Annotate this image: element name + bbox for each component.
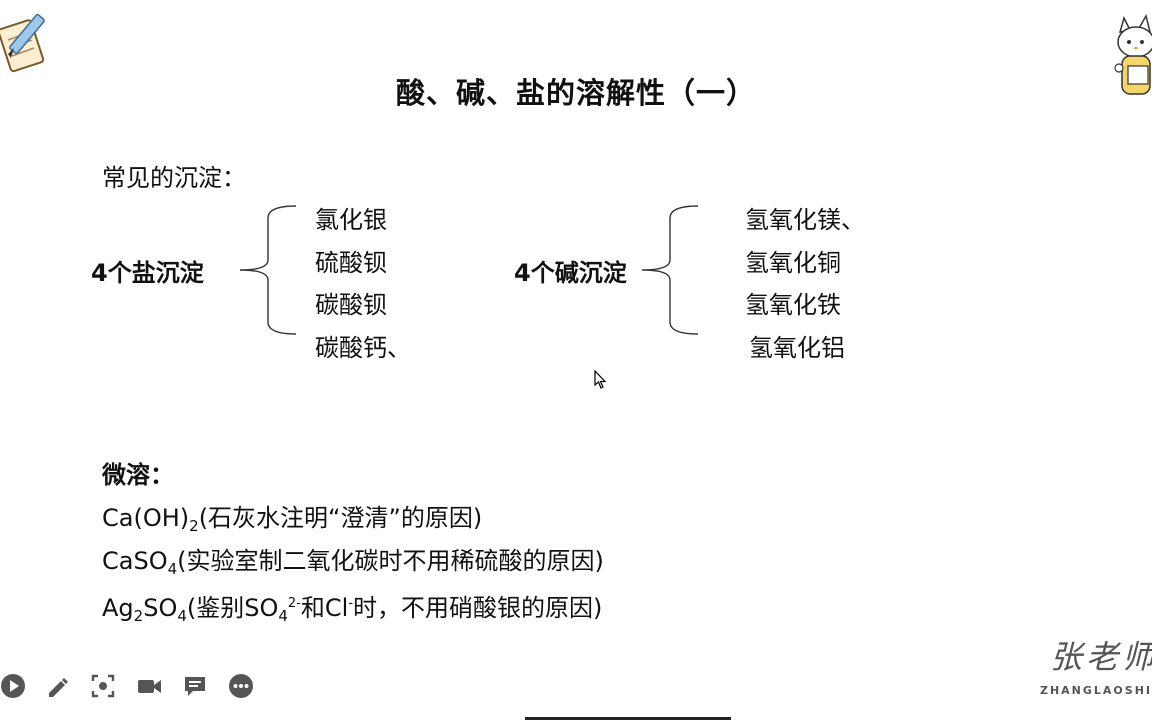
- base-item: 氢氧化镁、: [745, 206, 865, 234]
- base-item: 氢氧化铝: [749, 334, 845, 362]
- salt-item: 碳酸钙、: [315, 334, 411, 362]
- formula-subscript: 4: [177, 607, 187, 625]
- formula-text: Ag: [102, 594, 134, 622]
- formula-line-caoh2: Ca(OH)2(石灰水注明“澄清”的原因): [102, 503, 482, 541]
- screenshot-icon[interactable]: [90, 673, 116, 699]
- formula-subscript: 2: [189, 517, 199, 535]
- comment-icon[interactable]: [182, 673, 208, 699]
- page-title: 酸、碱、盐的溶解性（一）: [395, 76, 756, 110]
- formula-note: 和Cl: [300, 594, 349, 622]
- formula-superscript: -: [348, 596, 354, 611]
- common-precipitates-label: 常见的沉淀：: [102, 164, 246, 192]
- formula-note: (鉴别SO: [186, 594, 279, 622]
- pencil-icon[interactable]: [44, 673, 70, 699]
- watermark-logo: 张老师: [1049, 638, 1152, 676]
- salt-item: 氯化银: [315, 206, 387, 234]
- base-group-label: 4个碱沉淀: [514, 259, 627, 287]
- salt-group-brace: [239, 205, 297, 335]
- camera-icon[interactable]: [136, 673, 162, 699]
- more-icon[interactable]: [228, 673, 254, 699]
- mouse-cursor-icon: [594, 370, 607, 389]
- formula-subscript: 4: [278, 607, 288, 625]
- notebook-pencil-icon: [0, 10, 56, 76]
- base-item: 氢氧化铁: [745, 291, 841, 319]
- formula-text: Ca(OH): [102, 504, 190, 532]
- salt-group-label: 4个盐沉淀: [91, 259, 204, 287]
- formula-line-caso4: CaSO4(实验室制二氧化碳时不用稀硫酸的原因): [102, 546, 604, 584]
- formula-line-ag2so4: Ag2SO4(鉴别SO42-和Cl-时，不用硝酸银的原因): [102, 589, 602, 631]
- formula-note: (石灰水注明“澄清”的原因): [198, 504, 483, 532]
- play-icon[interactable]: [0, 673, 26, 699]
- slightly-soluble-label: 微溶：: [102, 461, 174, 489]
- watermark-subtext: ZHANGLAOSHI: [1039, 684, 1152, 697]
- formula-superscript: 2-: [287, 596, 301, 611]
- formula-text: SO: [143, 594, 178, 622]
- formula-text: CaSO: [102, 547, 168, 575]
- formula-note: 时，不用硝酸银的原因): [353, 594, 603, 622]
- base-group-brace: [641, 205, 699, 335]
- formula-subscript: 2: [133, 607, 144, 625]
- base-item: 氢氧化铜: [745, 249, 841, 277]
- progress-indicator: [525, 717, 731, 720]
- formula-note: (实验室制二氧化碳时不用稀硫酸的原因): [177, 547, 604, 575]
- salt-item: 硫酸钡: [315, 249, 387, 277]
- salt-item: 碳酸钡: [315, 291, 387, 319]
- cat-reading-icon: [1114, 8, 1152, 100]
- formula-subscript: 4: [167, 560, 178, 578]
